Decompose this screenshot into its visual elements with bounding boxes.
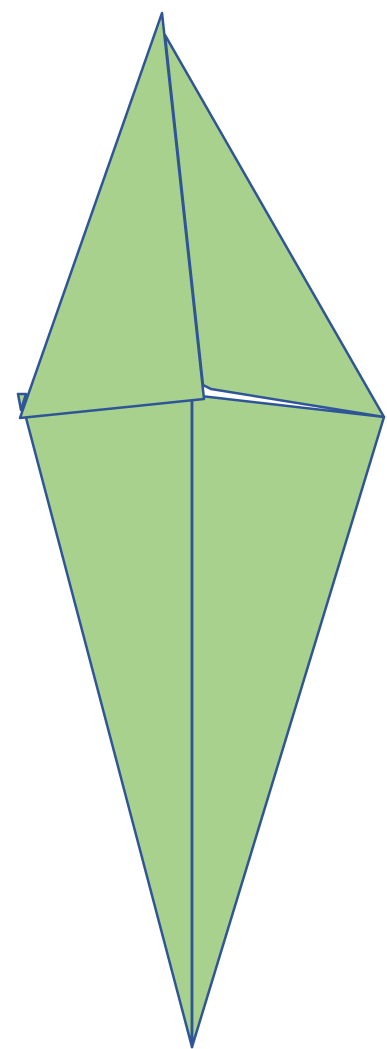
lower-left-facet xyxy=(20,395,192,1047)
lower-right-facet xyxy=(192,395,384,1047)
origami-kite-fold xyxy=(18,13,384,1047)
